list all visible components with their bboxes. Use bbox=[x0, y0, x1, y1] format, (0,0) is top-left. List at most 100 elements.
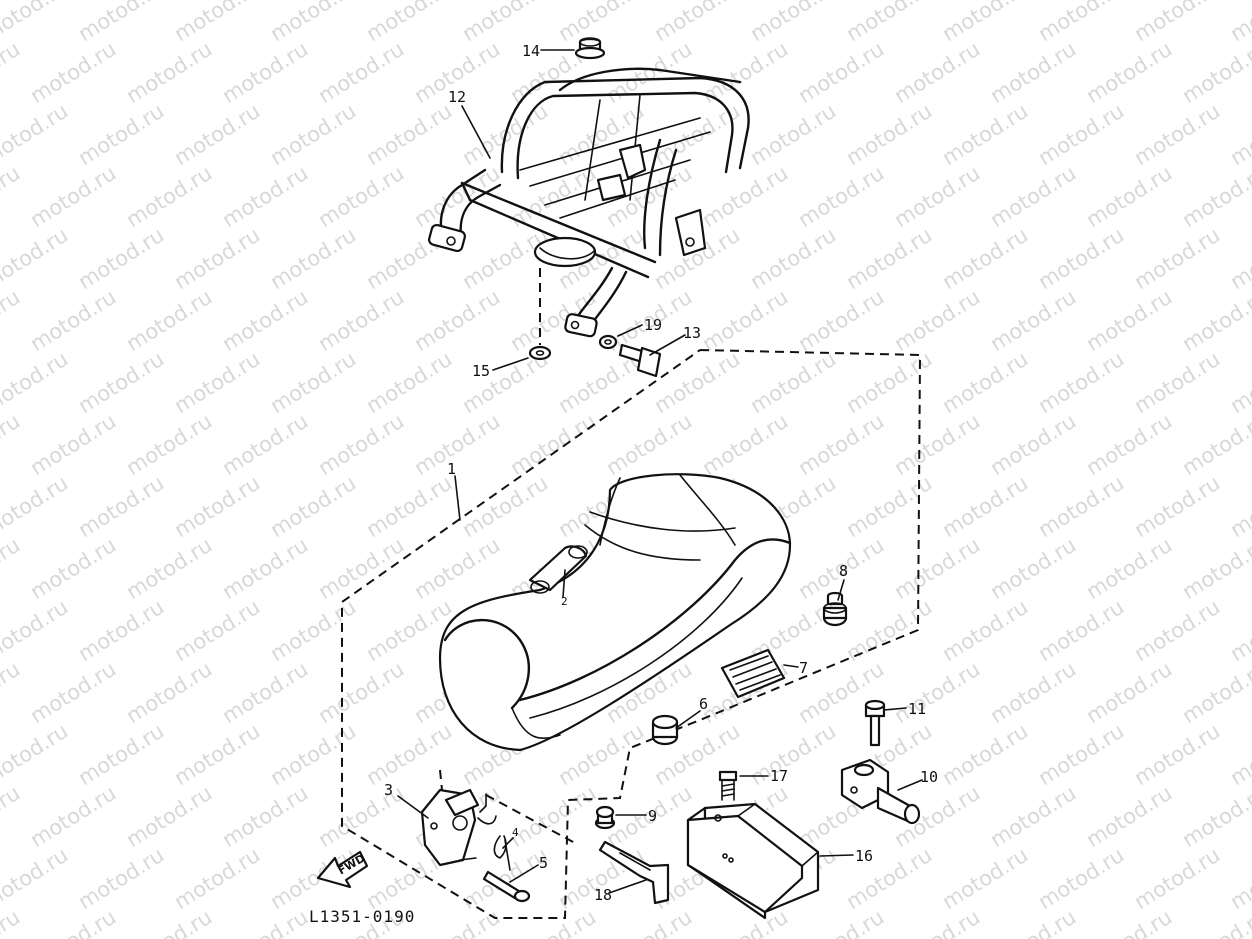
watermark-text: motod.ru bbox=[986, 657, 1080, 728]
callout-3: 3 bbox=[384, 781, 393, 799]
watermark-text: motod.ru bbox=[1178, 781, 1252, 852]
watermark-text: motod.ru bbox=[1178, 533, 1252, 604]
seat-lock-3 bbox=[420, 769, 497, 867]
callout-10: 10 bbox=[920, 768, 938, 786]
watermark-text: motod.ru bbox=[746, 99, 840, 170]
watermark-text: motod.ru bbox=[314, 285, 408, 356]
watermark-text: motod.ru bbox=[698, 285, 792, 356]
watermark-text: motod.ru bbox=[74, 719, 168, 790]
callout-18: 18 bbox=[594, 886, 612, 904]
watermark-text: motod.ru bbox=[794, 409, 888, 480]
callout-8: 8 bbox=[839, 562, 848, 580]
watermark-text: motod.ru bbox=[170, 595, 264, 666]
watermark-text: motod.ru bbox=[266, 719, 360, 790]
callout-6: 6 bbox=[699, 695, 708, 713]
watermark-text: motod.ru bbox=[650, 99, 744, 170]
watermark-text: motod.ru bbox=[410, 533, 504, 604]
watermark-text: motod.ru bbox=[890, 657, 984, 728]
watermark-text: motod.ru bbox=[1226, 0, 1252, 46]
watermark-text: motod.ru bbox=[1130, 99, 1224, 170]
pin-5 bbox=[482, 870, 531, 903]
watermark-text: motod.ru bbox=[0, 905, 24, 939]
watermark-text: motod.ru bbox=[266, 223, 360, 294]
watermark-text: motod.ru bbox=[890, 409, 984, 480]
watermark-text: motod.ru bbox=[458, 0, 552, 46]
watermark-text: motod.ru bbox=[1130, 223, 1224, 294]
watermark-text: motod.ru bbox=[0, 409, 24, 480]
watermark-text: motod.ru bbox=[986, 533, 1080, 604]
watermark-text: motod.ru bbox=[506, 409, 600, 480]
watermark-text: motod.ru bbox=[74, 0, 168, 46]
watermark-text: motod.ru bbox=[842, 0, 936, 46]
watermark-text: motod.ru bbox=[1226, 223, 1252, 294]
lock-guide-line bbox=[485, 794, 576, 844]
watermark-text: motod.ru bbox=[1034, 471, 1128, 542]
watermark-text: motod.ru bbox=[1226, 719, 1252, 790]
watermark-text: motod.ru bbox=[842, 471, 936, 542]
watermark-text: motod.ru bbox=[0, 533, 24, 604]
watermark-text: motod.ru bbox=[170, 471, 264, 542]
watermark-text: motod.ru bbox=[1034, 0, 1128, 46]
nut-14 bbox=[574, 37, 606, 60]
callout-4: 4 bbox=[512, 826, 519, 839]
watermark-text: motod.ru bbox=[986, 161, 1080, 232]
callout-2: 2 bbox=[561, 595, 568, 608]
callout-15: 15 bbox=[472, 362, 490, 380]
watermark-text: motod.ru bbox=[0, 595, 72, 666]
watermark-text: motod.ru bbox=[1178, 657, 1252, 728]
watermark-text: motod.ru bbox=[1082, 285, 1176, 356]
watermark-text: motod.ru bbox=[938, 595, 1032, 666]
watermark-text: motod.ru bbox=[26, 657, 120, 728]
watermark-text: motod.ru bbox=[1178, 161, 1252, 232]
watermark-text: motod.ru bbox=[218, 161, 312, 232]
watermark-text: motod.ru bbox=[170, 99, 264, 170]
watermark-text: motod.ru bbox=[650, 0, 744, 46]
bracket-18 bbox=[598, 840, 670, 905]
watermark-text: motod.ru bbox=[122, 905, 216, 939]
watermark-text: motod.ru bbox=[602, 409, 696, 480]
callout-5: 5 bbox=[539, 854, 548, 872]
watermark-text: motod.ru bbox=[1130, 595, 1224, 666]
damper-6 bbox=[651, 714, 679, 746]
watermark-text: motod.ru bbox=[0, 347, 72, 418]
watermark-text: motod.ru bbox=[122, 285, 216, 356]
rear-carrier bbox=[428, 67, 750, 338]
watermark-text: motod.ru bbox=[1226, 595, 1252, 666]
watermark-text: motod.ru bbox=[1082, 409, 1176, 480]
watermark-text: motod.ru bbox=[842, 223, 936, 294]
watermark-text: motod.ru bbox=[410, 161, 504, 232]
watermark-text: motod.ru bbox=[74, 223, 168, 294]
callout-17: 17 bbox=[770, 767, 788, 785]
watermark-text: motod.ru bbox=[26, 285, 120, 356]
washer-15 bbox=[528, 268, 552, 361]
callout-14: 14 bbox=[522, 42, 540, 60]
watermark-text: motod.ru bbox=[842, 99, 936, 170]
watermark-text: motod.ru bbox=[0, 781, 24, 852]
watermark-text: motod.ru bbox=[1082, 161, 1176, 232]
watermark-text: motod.ru bbox=[1130, 347, 1224, 418]
watermark-text: motod.ru bbox=[938, 719, 1032, 790]
watermark-text: motod.ru bbox=[938, 843, 1032, 914]
leader-lines bbox=[397, 49, 923, 894]
watermark-text: motod.ru bbox=[698, 409, 792, 480]
watermark-text: motod.ru bbox=[122, 409, 216, 480]
tray-16 bbox=[686, 802, 820, 920]
watermark-text: motod.ru bbox=[1178, 409, 1252, 480]
watermark-text: motod.ru bbox=[1130, 0, 1224, 46]
watermark-text: motod.ru bbox=[890, 285, 984, 356]
watermark-text: motod.ru bbox=[506, 905, 600, 939]
watermark-text: motod.ru bbox=[1226, 99, 1252, 170]
watermark-text: motod.ru bbox=[218, 781, 312, 852]
stopper-8 bbox=[822, 591, 848, 627]
callout-labels: 14 12 19 13 15 1 2 8 7 6 11 10 17 9 16 1… bbox=[384, 42, 938, 904]
watermark-text: motod.ru bbox=[26, 409, 120, 480]
watermark-text: motod.ru bbox=[218, 37, 312, 108]
watermark-text: motod.ru bbox=[1130, 471, 1224, 542]
watermark-text: motod.ru bbox=[266, 471, 360, 542]
watermark-text: motod.ru bbox=[986, 285, 1080, 356]
watermark-text: motod.ru bbox=[1226, 471, 1252, 542]
watermark-text: motod.ru bbox=[1034, 99, 1128, 170]
watermark-text: motod.ru bbox=[26, 533, 120, 604]
